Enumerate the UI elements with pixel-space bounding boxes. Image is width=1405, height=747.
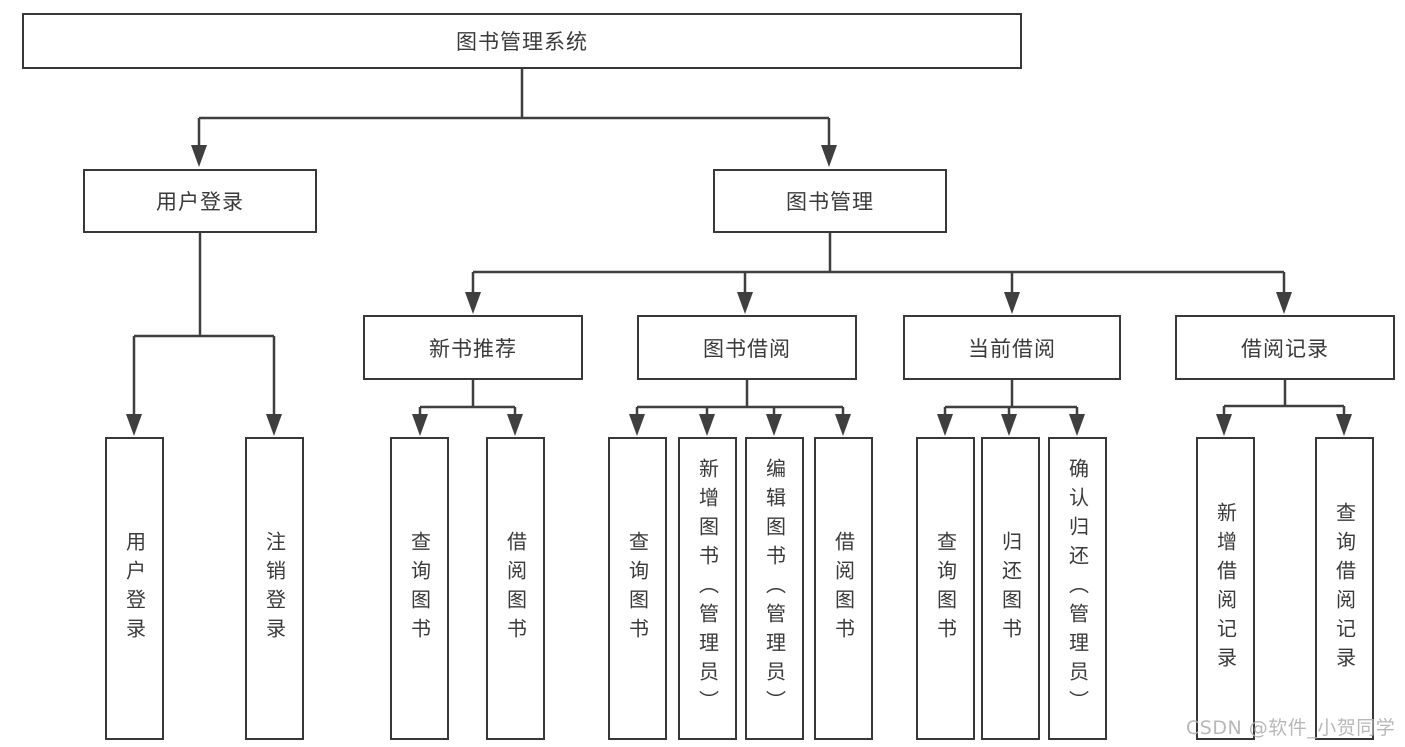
leaf-newbooks-query-books-label: 查询图书: [407, 530, 432, 647]
leaf-current-query-books: 查询图书: [916, 437, 975, 740]
node-book-management-label: 图书管理: [786, 190, 874, 214]
leaf-newbooks-borrow-books-label: 借阅图书: [503, 530, 528, 647]
leaf-records-add-record-label: 新增借阅记录: [1213, 501, 1238, 676]
leaf-logout: 注销登录: [245, 437, 304, 740]
leaf-current-return-books: 归还图书: [981, 437, 1040, 740]
leaf-newbooks-query-books: 查询图书: [390, 437, 449, 740]
node-current-borrow-label: 当前借阅: [968, 336, 1056, 361]
node-root: 图书管理系统: [22, 13, 1022, 69]
leaf-borrow-query-books-label: 查询图书: [625, 530, 650, 647]
leaf-borrow-borrow-books-label: 借阅图书: [831, 530, 856, 647]
connector-book-management-to-level3: [465, 233, 1292, 314]
node-borrow-records: 借阅记录: [1175, 315, 1395, 380]
node-book-management: 图书管理: [713, 169, 947, 233]
leaf-current-confirm-return-admin: 确认归还（管理员）: [1048, 437, 1107, 740]
connector-current-borrow-to-leaves: [937, 380, 1085, 436]
leaf-borrow-add-books-admin: 新增图书（管理员）: [678, 437, 737, 740]
node-root-label: 图书管理系统: [456, 30, 588, 54]
leaf-borrow-edit-books-admin-label: 编辑图书（管理员）: [762, 458, 787, 719]
node-book-borrow: 图书借阅: [637, 315, 857, 380]
leaf-borrow-borrow-books: 借阅图书: [814, 437, 873, 740]
connector-new-books-to-leaves: [412, 380, 523, 436]
node-book-borrow-label: 图书借阅: [703, 336, 791, 361]
connector-user-login-to-leaves: [126, 233, 282, 436]
leaf-current-query-books-label: 查询图书: [933, 530, 958, 647]
leaf-current-return-books-label: 归还图书: [998, 530, 1023, 647]
leaf-current-confirm-return-admin-label: 确认归还（管理员）: [1065, 458, 1090, 719]
node-current-borrow: 当前借阅: [903, 315, 1121, 380]
csdn-watermark: CSDN @软件_小贺同学: [1186, 717, 1396, 739]
leaf-borrow-edit-books-admin: 编辑图书（管理员）: [745, 437, 804, 740]
leaf-borrow-query-books: 查询图书: [608, 437, 667, 740]
leaf-borrow-add-books-admin-label: 新增图书（管理员）: [695, 458, 720, 719]
leaf-records-query-record-label: 查询借阅记录: [1332, 501, 1357, 676]
leaf-records-query-record: 查询借阅记录: [1315, 437, 1374, 740]
leaf-newbooks-borrow-books: 借阅图书: [486, 437, 545, 740]
leaf-user-login: 用户登录: [105, 437, 164, 740]
node-borrow-records-label: 借阅记录: [1241, 336, 1329, 361]
connector-book-borrow-to-leaves: [629, 380, 851, 436]
leaf-logout-label: 注销登录: [262, 530, 287, 647]
leaf-records-add-record: 新增借阅记录: [1196, 437, 1255, 740]
node-user-login: 用户登录: [83, 169, 317, 233]
connector-borrow-records-to-leaves: [1216, 380, 1352, 436]
node-new-book-recommend: 新书推荐: [363, 315, 583, 380]
connector-root-to-level2: [191, 69, 837, 167]
node-user-login-label: 用户登录: [156, 190, 244, 214]
leaf-user-login-label: 用户登录: [122, 530, 147, 647]
node-new-book-recommend-label: 新书推荐: [429, 336, 517, 361]
